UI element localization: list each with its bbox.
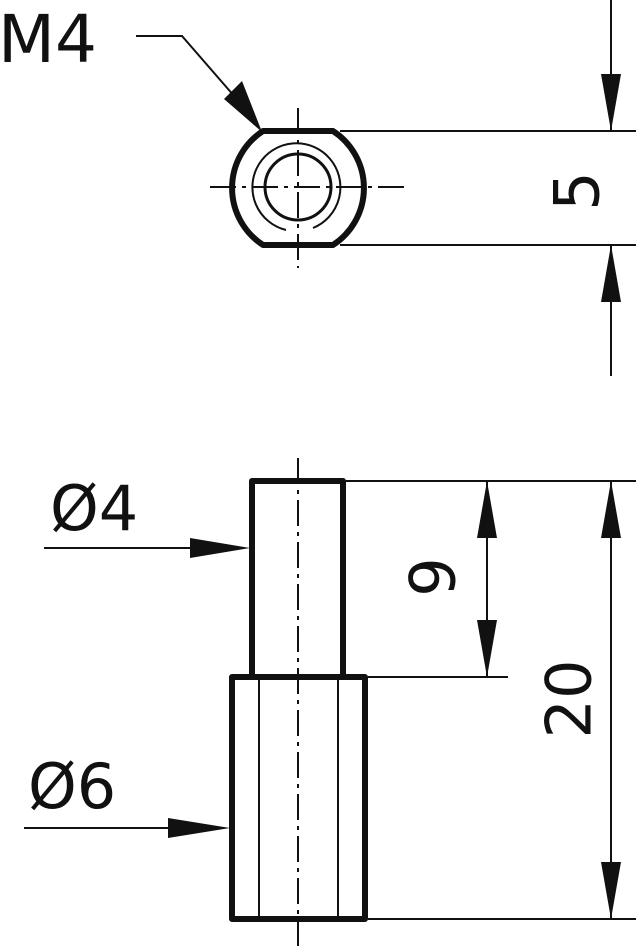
diameter-label-4: Ø4 bbox=[50, 472, 138, 545]
thread-label-m4: M4 bbox=[0, 1, 97, 78]
dim-label-20: 20 bbox=[533, 660, 606, 739]
diameter-4-arrow bbox=[190, 538, 250, 558]
dim-label-9: 9 bbox=[397, 557, 470, 596]
dim-label-5: 5 bbox=[541, 171, 614, 210]
arrow-20-top bbox=[601, 481, 621, 538]
side-view: 9 20 Ø4 Ø6 bbox=[24, 458, 636, 951]
arrow-9-bottom bbox=[477, 620, 497, 677]
top-view-outline bbox=[229, 128, 367, 248]
top-view: 5 M4 bbox=[0, 0, 636, 376]
diameter-label-6: Ø6 bbox=[28, 750, 116, 823]
diameter-6-arrow bbox=[168, 818, 230, 838]
m4-leader-line bbox=[136, 35, 249, 113]
thread-outer-arc bbox=[251, 142, 342, 231]
arrow-20-bottom bbox=[601, 862, 621, 919]
arrow-5-bottom bbox=[601, 245, 621, 302]
arrow-5-top bbox=[601, 74, 621, 131]
arrow-9-top bbox=[477, 481, 497, 538]
m4-leader-arrow bbox=[224, 81, 262, 132]
